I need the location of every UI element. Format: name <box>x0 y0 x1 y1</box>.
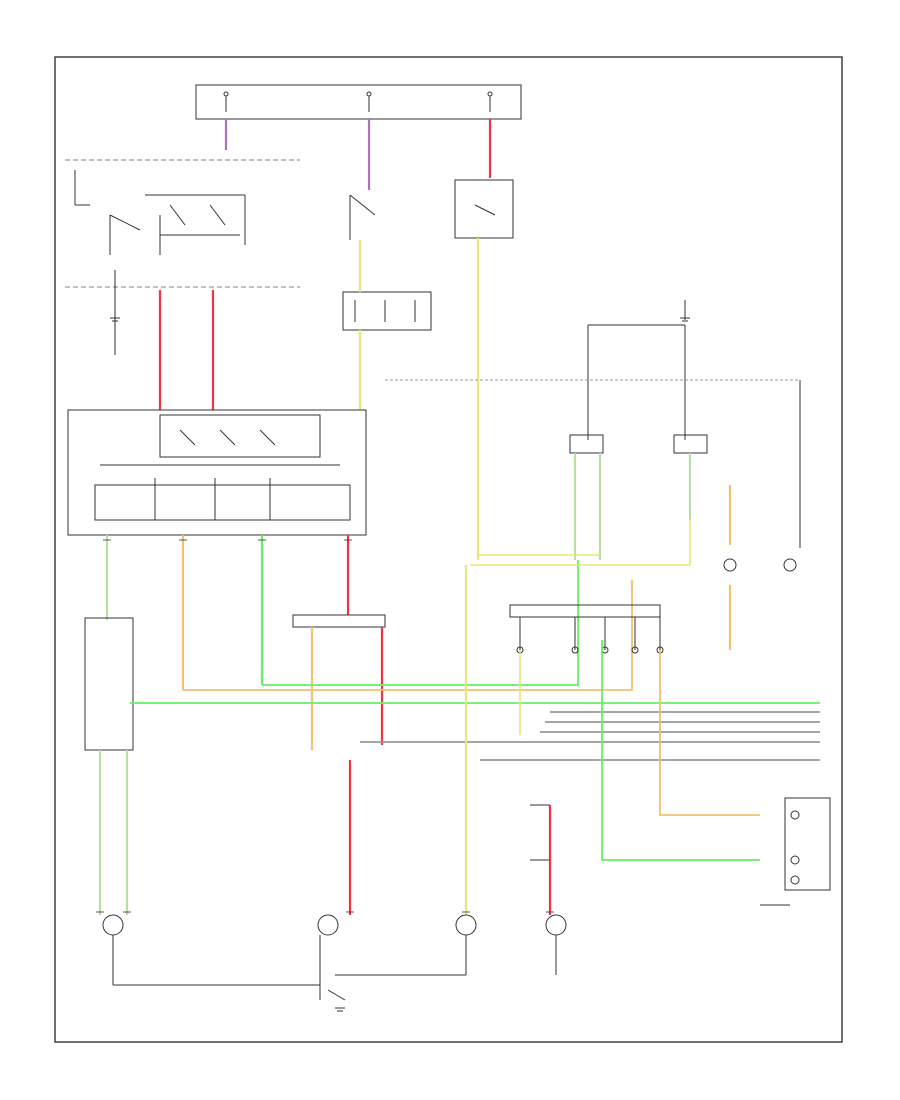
left-front-lamp <box>455 914 477 936</box>
yellow-wires-top <box>358 238 480 560</box>
left-block-wires <box>114 270 215 410</box>
right-relay-wires <box>310 627 384 915</box>
diagram-frame <box>54 56 843 1043</box>
right-front-lamp <box>545 914 567 936</box>
right-side-wires <box>573 453 732 650</box>
dimmer-switch <box>74 170 161 255</box>
combination-switch-block <box>67 409 367 536</box>
left-relay-wires <box>98 750 129 915</box>
right-ground <box>680 317 690 322</box>
rear-ground <box>335 1007 345 1012</box>
left-front-turn-relay <box>84 617 134 751</box>
hazard-switch <box>145 194 246 245</box>
cluster-wires <box>601 640 760 861</box>
right-front-turn-relay <box>292 614 386 628</box>
license-lamp <box>530 804 552 915</box>
side-marker-lamp <box>723 558 797 572</box>
fuse-box-top <box>195 84 522 120</box>
instrument-cluster <box>760 797 831 906</box>
combo-down-wires <box>105 535 350 690</box>
right-side-relays <box>385 300 801 548</box>
bottom-grounds <box>112 935 557 1001</box>
left-ground <box>110 317 120 322</box>
right-tail-lamp <box>317 914 339 936</box>
left-tail-lamp <box>102 914 124 936</box>
dashed-separators <box>65 159 300 288</box>
lamp-side-connectors <box>509 604 664 654</box>
turn-signal-switch <box>349 194 376 240</box>
stop-lamp-switch <box>454 179 514 239</box>
connector-ticks <box>96 539 554 913</box>
top-wires <box>224 119 492 190</box>
connector-block <box>342 291 432 331</box>
yellow-bus <box>464 520 691 915</box>
bus-lines <box>130 560 820 761</box>
